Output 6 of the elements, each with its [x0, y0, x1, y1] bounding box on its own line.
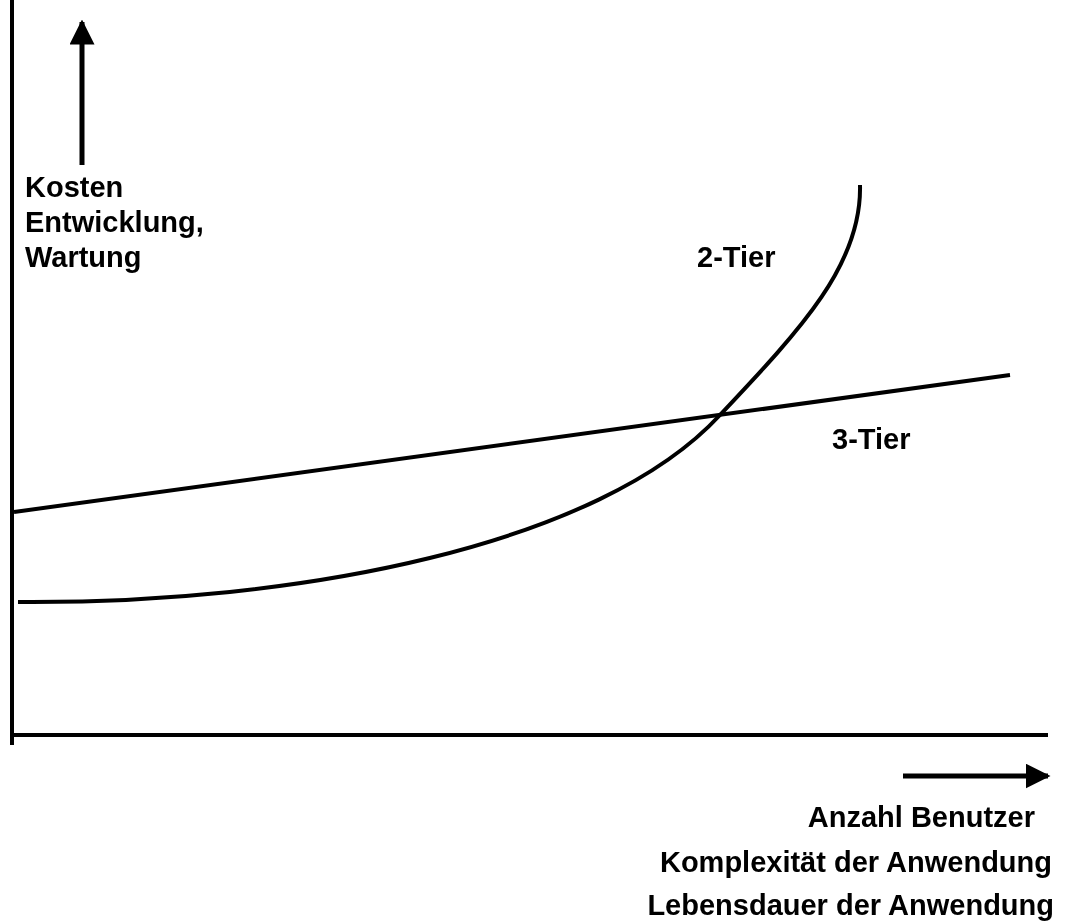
axis-label: Lebensdauer der Anwendung: [647, 888, 1054, 923]
axis-label: Anzahl Benutzer: [807, 800, 1035, 835]
series-label: 2-Tier: [697, 240, 776, 275]
axis-label: Komplexität der Anwendung: [659, 845, 1052, 880]
axis-label: Kosten Entwicklung, Wartung: [25, 170, 205, 275]
series-label: 3-Tier: [832, 422, 911, 457]
